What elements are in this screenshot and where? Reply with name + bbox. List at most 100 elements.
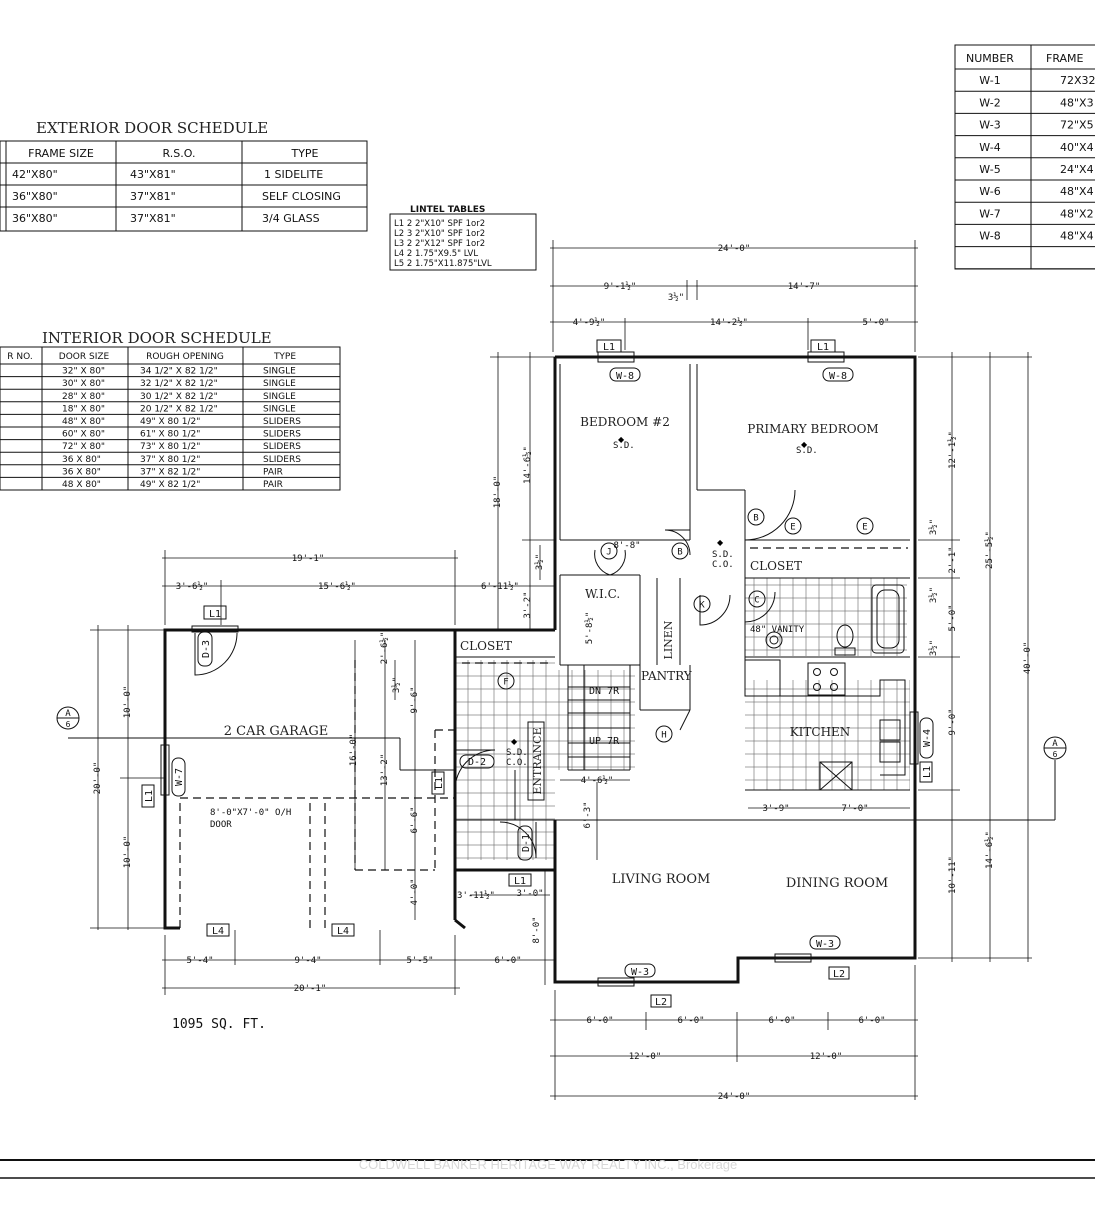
door-tag-letter: B — [677, 548, 682, 558]
dim-label: 9'-6" — [410, 686, 420, 713]
win-frame: 24"X4 — [1060, 163, 1094, 176]
detector-icon: ◆ — [717, 538, 724, 547]
ext-header-frame: FRAME SIZE — [28, 147, 94, 160]
int-cell: 73" X 80 1/2" — [140, 442, 200, 452]
smoke-detector: S.D. — [506, 748, 528, 758]
dim-label: 7'-0" — [841, 804, 868, 814]
window-tag-w3: W-3 — [631, 967, 649, 978]
int-cell: PAIR — [263, 467, 283, 477]
dim-label: 8'-8" — [613, 541, 640, 551]
room-dining: DINING ROOM — [786, 876, 888, 891]
int-cell: SINGLE — [263, 379, 296, 389]
int-cell: 72" X 80" — [62, 442, 105, 452]
vanity-label: 48" VANITY — [750, 625, 805, 635]
ext-header-type: TYPE — [290, 147, 318, 160]
room-labels: BEDROOM #2 PRIMARY BEDROOM CLOSET W.I.C.… — [210, 415, 888, 891]
room-pantry: PANTRY — [641, 669, 693, 683]
door-tag-letter: E — [862, 523, 867, 533]
lintel-tag-l2: L2 — [833, 969, 845, 980]
door-tag-d1: D-1 — [521, 834, 532, 852]
area-label: 1095 SQ. FT. — [172, 1017, 266, 1032]
window-tag-w7: W-7 — [174, 768, 185, 786]
door-tag-circle — [784, 517, 802, 535]
window-tag-w8: W-8 — [829, 371, 847, 382]
lintel-table: LINTEL TABLES L1 2 2"X10" SPF 1or2 L2 3 … — [389, 205, 537, 271]
door-tag-letter: B — [753, 514, 758, 524]
dim-label: 10'-11" — [948, 856, 958, 894]
int-cell: 61" X 80 1/2" — [140, 430, 200, 440]
int-header-no: R NO. — [7, 352, 32, 362]
co-detector: C.O. — [506, 758, 528, 768]
win-header-number: NUMBER — [966, 52, 1014, 65]
ext-header-rso: R.S.O. — [163, 147, 196, 160]
room-garage: 2 CAR GARAGE — [224, 724, 328, 739]
window-door-tags: W-8 W-8 L1 L1 W-3 W-3 L2 L2 W-4 L1 W-7 L… — [141, 339, 934, 1008]
section-markers: A 6 A 6 — [56, 706, 1067, 821]
dim-label: 13'-2" — [380, 754, 390, 787]
dim-label: 20'-1" — [294, 984, 327, 994]
int-cell: SINGLE — [263, 367, 296, 377]
win-frame: 48"X2 — [1060, 207, 1094, 220]
detector-icon: ◆ — [618, 435, 625, 444]
win-frame: 48"X3 — [1060, 96, 1094, 109]
dim-label: 9'-0" — [948, 708, 958, 735]
room-living: LIVING ROOM — [612, 872, 711, 887]
dim-label: 6'-6" — [410, 806, 420, 833]
dim-label: 10'-0" — [123, 686, 133, 719]
lintel-tag-l1: L1 — [434, 777, 445, 789]
win-number: W-5 — [979, 163, 1000, 176]
interior-door-schedule: INTERIOR DOOR SCHEDULE R NO. DOOR SIZE R… — [0, 329, 341, 491]
int-header-size: DOOR SIZE — [59, 352, 110, 362]
door-tag-letter: J — [606, 548, 611, 558]
ext-cell: 36"X80" — [12, 190, 58, 203]
lintel-tag-l1: L1 — [514, 876, 526, 887]
dim-label: 12'-1½" — [947, 431, 958, 469]
co-detector: C.O. — [712, 560, 734, 570]
garage-door-label2: DOOR — [210, 820, 232, 830]
section-tag: A — [1052, 739, 1058, 749]
dimension-lines — [90, 240, 1032, 1100]
int-header-type: TYPE — [273, 352, 296, 362]
win-number: W-4 — [979, 141, 1000, 154]
int-cell: 48" X 80" — [62, 417, 105, 427]
lintel-row: L4 2 1.75"X9.5" LVL — [394, 249, 478, 259]
section-tag-sub: 6 — [66, 720, 71, 729]
dim-label: 24'-0" — [718, 244, 751, 254]
int-cell: 37" X 80 1/2" — [140, 455, 200, 465]
dim-label: 6'-11½" — [481, 581, 519, 592]
garage-door-label: 8'-0"X7'-0" O/H — [210, 808, 291, 818]
ext-cell: SELF CLOSING — [262, 190, 341, 203]
dim-label: 20'-0" — [93, 762, 103, 795]
tiled-floor-areas — [455, 578, 910, 860]
dim-label: 3'-11½" — [457, 890, 495, 901]
int-cell: 37" X 82 1/2" — [140, 467, 200, 477]
smoke-detector: S.D. — [613, 441, 635, 451]
dim-label: 6'-0" — [768, 1016, 795, 1026]
door-tag-d2: D-2 — [468, 757, 486, 768]
dim-label: 3'-0" — [516, 889, 543, 899]
ext-cell: 42"X80" — [12, 168, 58, 181]
door-tag-circle — [497, 672, 515, 690]
room-bedroom2: BEDROOM #2 — [580, 415, 670, 429]
dim-label: 3½" — [928, 519, 939, 535]
door-tag-circle — [856, 517, 874, 535]
dim-label: 8'-0" — [532, 916, 542, 943]
door-tag-circle — [655, 725, 673, 743]
ext-cell: 36"X80" — [12, 212, 58, 225]
lintel-tag-l1: L1 — [922, 766, 933, 778]
room-entrance: ENTRANCE — [531, 727, 544, 794]
dim-label: 2'-1" — [948, 546, 958, 573]
door-tag-letter: H — [661, 731, 666, 741]
dim-label: 25'-5½" — [984, 531, 995, 569]
room-closet-bed: CLOSET — [750, 559, 802, 573]
dim-label: 5'-8½" — [584, 612, 595, 645]
door-tag-circle — [671, 542, 689, 560]
lintel-tag-l4: L4 — [212, 926, 224, 937]
int-cell: SINGLE — [263, 404, 296, 414]
int-cell: 32 1/2" X 82 1/2" — [140, 379, 218, 389]
int-cell: 20 1/2" X 82 1/2" — [140, 404, 218, 414]
int-cell: 49" X 80 1/2" — [140, 417, 200, 427]
dim-label: 12'-0" — [629, 1052, 662, 1062]
ext-cell: 37"X81" — [130, 212, 176, 225]
